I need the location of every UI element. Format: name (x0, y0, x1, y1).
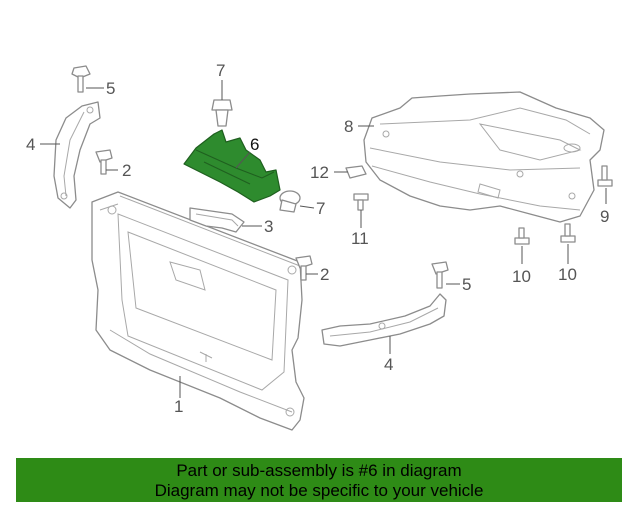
clip-12 (345, 165, 367, 179)
screw-10-right (560, 223, 576, 243)
callout-2-lower: 2 (320, 265, 329, 284)
callout-10-left: 10 (512, 267, 531, 286)
callout-1: 1 (174, 397, 183, 416)
callout-3: 3 (264, 217, 273, 236)
info-banner: Part or sub-assembly is #6 in diagram Di… (16, 458, 622, 502)
screw-10-left (514, 227, 530, 245)
callout-10-right: 10 (558, 265, 577, 284)
splash-shield (363, 91, 605, 223)
screw-11 (353, 193, 369, 211)
callout-12: 12 (310, 163, 329, 182)
callout-5-lower: 5 (462, 275, 471, 294)
callout-11: 11 (351, 229, 369, 248)
callout-5-upper: 5 (106, 79, 115, 98)
callout-2-upper: 2 (122, 161, 131, 180)
callout-7-right: 7 (316, 199, 325, 218)
clip-7-right (279, 190, 301, 213)
bolt-2-upper (95, 149, 113, 175)
parts-diagram: 1 2 2 3 4 4 5 5 6 7 7 8 9 10 10 11 12 (26, 61, 613, 431)
callout-8: 8 (344, 117, 353, 136)
highlighted-part-6 (183, 129, 281, 203)
radiator-support-frame (91, 191, 305, 431)
left-side-bracket (53, 101, 101, 209)
callout-6: 6 (250, 135, 259, 154)
screw-9 (597, 165, 613, 187)
callout-4-left: 4 (26, 135, 35, 154)
callout-4-lower: 4 (384, 355, 393, 374)
lower-right-bracket (321, 293, 447, 347)
leader-lines (40, 80, 607, 398)
clip-7-upper (211, 99, 233, 127)
callout-9: 9 (600, 207, 609, 226)
bolt-2-lower (295, 255, 313, 281)
small-bracket (189, 207, 245, 233)
callout-7-upper: 7 (216, 61, 225, 80)
banner-line-2: Diagram may not be specific to your vehi… (154, 481, 484, 500)
bolt-5-upper (71, 65, 91, 93)
banner-line-1: Part or sub-assembly is #6 in diagram (176, 461, 462, 480)
bolt-5-lower (431, 261, 449, 289)
